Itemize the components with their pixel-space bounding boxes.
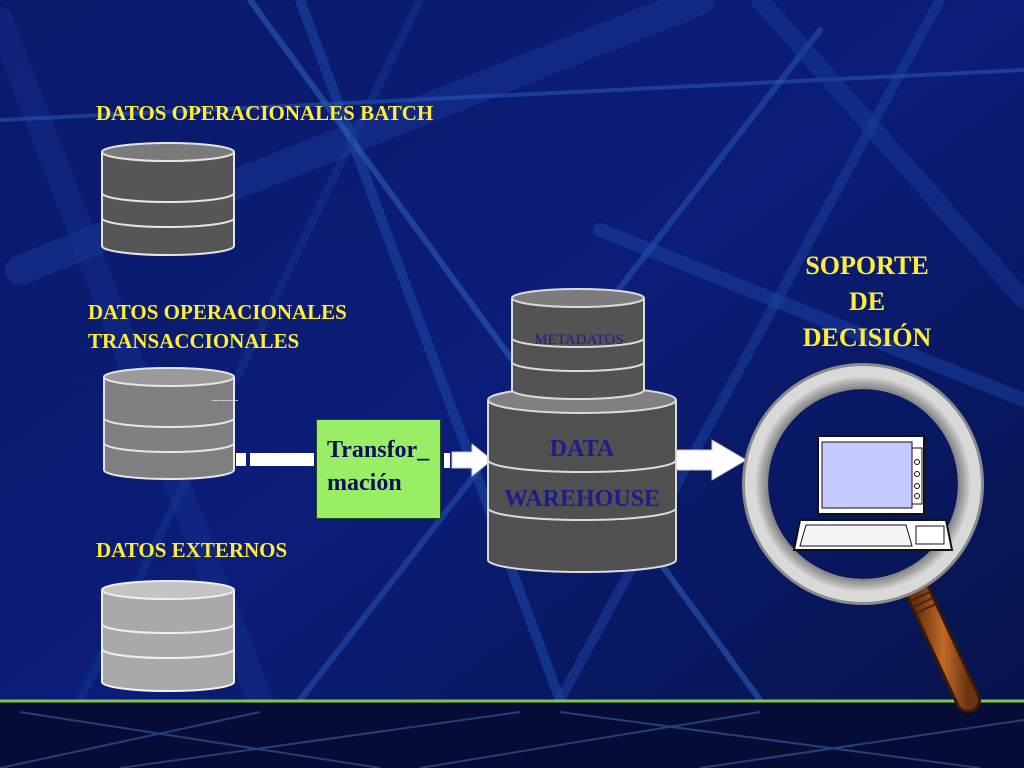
arrow-to-warehouse-icon xyxy=(444,442,493,478)
metadata-label: METADATOS xyxy=(534,332,624,348)
database-batch-icon xyxy=(101,142,235,256)
batch-data-label: DATOS OPERACIONALES BATCH xyxy=(96,101,434,125)
transactional-marker: ___ xyxy=(212,386,239,403)
data-warehouse-label-line2: WAREHOUSE xyxy=(503,486,661,512)
transformation-label: Transfor_ mación xyxy=(327,434,429,500)
arrow-to-transform xyxy=(236,453,314,466)
decision-support-line1: SOPORTE xyxy=(805,251,929,280)
computer-icon xyxy=(792,435,954,551)
database-transactional-icon xyxy=(103,367,235,480)
footer-band xyxy=(0,700,1024,768)
transactional-data-label: DATOS OPERACIONALES TRANSACCIONALES xyxy=(88,298,347,356)
decision-support-line2: DE xyxy=(848,287,886,316)
transactional-label-line1: DATOS OPERACIONALES xyxy=(88,300,347,324)
metadata-database-icon xyxy=(511,288,645,400)
database-external-icon xyxy=(101,580,235,692)
transformation-line2: mación xyxy=(327,470,402,496)
transactional-label-line2: TRANSACCIONALES xyxy=(88,329,300,353)
transformation-line1: Transfor_ xyxy=(327,437,430,463)
magnifying-glass-icon xyxy=(742,363,984,713)
transformation-box: Transfor_ mación xyxy=(316,419,441,519)
footer-streaks xyxy=(0,711,1024,768)
arrow-to-decision-icon xyxy=(675,439,747,481)
decision-support-line3: DECISIÓN xyxy=(802,323,932,352)
external-data-label: DATOS EXTERNOS xyxy=(96,538,288,562)
data-warehouse-icon xyxy=(487,386,677,573)
decision-support-label: SOPORTE DE DECISIÓN xyxy=(778,248,956,356)
data-warehouse-label-line1: DATA xyxy=(549,436,615,462)
